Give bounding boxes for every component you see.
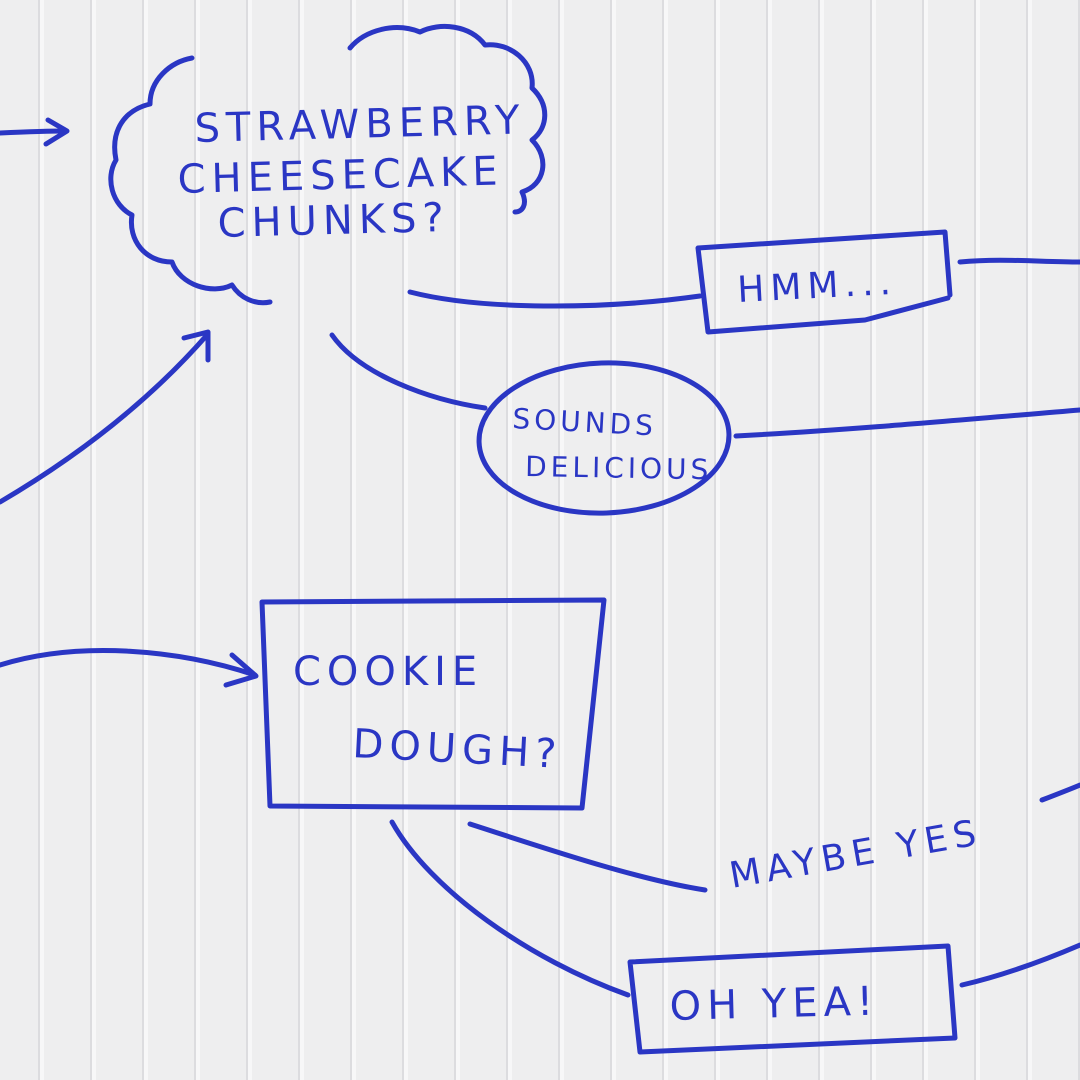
hmm-box: [695, 229, 953, 335]
connector-cookie-to-ohyea: [389, 819, 631, 998]
strawberry-cloud-shape: [108, 23, 548, 306]
sounds-delicious-ellipse: [476, 360, 732, 516]
arrow-into-cookie-dough: [0, 648, 259, 688]
maybe-yes-label: MAYBE YES: [726, 812, 985, 897]
connector-maybe-right: [1039, 782, 1080, 803]
connector-ohyea-right: [959, 942, 1080, 988]
arrow-into-strawberry-bottom: [0, 329, 211, 505]
connector-strawberry-to-hmm: [407, 289, 703, 309]
strawberry-line-1: STRAWBERRY: [194, 97, 526, 152]
connector-hmm-right: [957, 257, 1080, 265]
oh-yea-label: OH YEA!: [669, 979, 880, 1030]
connector-sounds-right: [733, 407, 1080, 439]
oh-yea-box: [627, 943, 958, 1055]
sounds-line-1: SOUNDS: [512, 402, 658, 443]
arrow-into-strawberry-left: [0, 117, 70, 147]
connector-cookie-to-maybe: [467, 821, 708, 893]
connector-strawberry-to-sounds: [329, 332, 488, 411]
hmm-label: HMM...: [736, 262, 897, 311]
cookie-dough-node: COOKIE DOUGH?: [293, 649, 563, 778]
sounds-line-2: DELICIOUS: [525, 450, 713, 486]
strawberry-line-3: CHUNKS?: [217, 195, 450, 247]
cookie-line-1: COOKIE: [293, 649, 483, 695]
cookie-dough-box: [259, 597, 607, 811]
cookie-line-2: DOUGH?: [351, 721, 563, 778]
sounds-delicious-node: SOUNDS DELICIOUS: [512, 402, 713, 486]
strawberry-cheesecake-node: STRAWBERRY CHEESECAKE CHUNKS?: [177, 97, 526, 247]
strawberry-line-2: CHEESECAKE: [177, 148, 504, 203]
